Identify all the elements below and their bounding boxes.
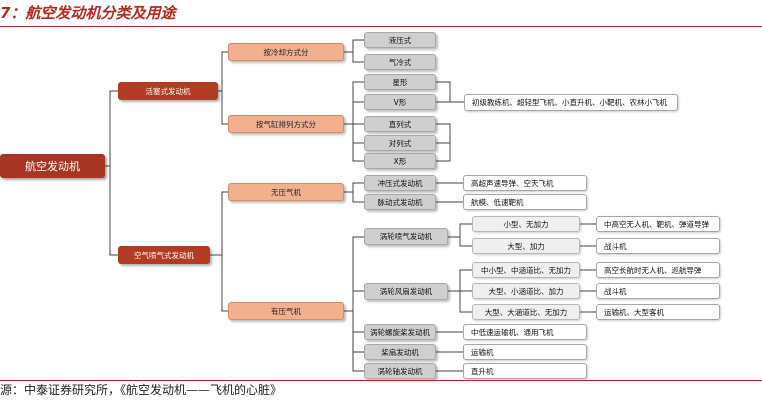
node-turbofan-low-bypass: 大型、小涵道比、加力	[472, 283, 580, 299]
uses-turboshaft: 直升机	[463, 363, 587, 379]
uses-turbojet-large: 战斗机	[596, 238, 720, 254]
node-propfan: 桨扇发动机	[364, 344, 436, 360]
node-ramjet: 冲压式发动机	[364, 175, 436, 191]
uses-turbofan-low-bypass: 战斗机	[596, 283, 720, 299]
node-by-cooling: 按冷却方式分	[228, 43, 344, 61]
source-note: 源：中泰证券研究所，《航空发动机——飞机的心脏》	[0, 383, 283, 397]
node-pulsejet: 脉动式发动机	[364, 194, 436, 210]
node-by-cylinder-layout: 按气缸排列方式分	[228, 115, 344, 133]
uses-propfan: 运输机	[463, 344, 587, 360]
node-opposed: 对列式	[364, 135, 436, 151]
node-piston-engine: 活塞式发动机	[118, 82, 218, 100]
uses-turbofan-high-bypass: 运输机、大型客机	[596, 304, 720, 320]
uses-piston: 初级教练机、超轻型飞机、小直升机、小靶机、农林小飞机	[464, 94, 678, 111]
node-turbofan: 涡轮风扇发动机	[364, 283, 448, 300]
node-turbojet-small: 小型、无加力	[472, 216, 580, 232]
node-compressorless: 无压气机	[228, 183, 344, 201]
uses-pulsejet: 航模、低速靶机	[463, 194, 587, 210]
node-v-type: V形	[364, 94, 436, 110]
node-turboprop: 涡轮螺旋桨发动机	[364, 324, 436, 340]
node-aero-engine: 航空发动机	[0, 154, 105, 178]
node-turbojet: 涡轮喷气发动机	[364, 228, 448, 245]
node-turboshaft: 涡轮轴发动机	[364, 363, 436, 379]
node-turbojet-large: 大型、加力	[472, 238, 580, 254]
title-rule	[0, 26, 762, 27]
node-star: 星形	[364, 74, 436, 90]
node-air-breathing-jet: 空气喷气式发动机	[118, 246, 210, 264]
source-rule	[0, 380, 762, 381]
node-with-compressor: 有压气机	[228, 302, 344, 320]
figure-title: 7：航空发动机分类及用途	[0, 4, 176, 22]
node-x-type: X形	[364, 153, 436, 169]
node-turbofan-mid: 中小型、中涵道比、无加力	[472, 262, 580, 278]
uses-turbofan-mid: 高空长航时无人机、巡航导弹	[596, 262, 720, 278]
node-liquid-cooled: 液压式	[364, 32, 436, 48]
uses-turboprop: 中低速运输机、通用飞机	[463, 324, 587, 340]
uses-turbojet-small: 中高空无人机、靶机、弹道导弹	[596, 216, 720, 232]
node-turbofan-high-bypass: 大型、大涵道比、无加力	[472, 304, 580, 320]
node-inline: 直列式	[364, 116, 436, 132]
uses-ramjet: 高超声速导弹、空天飞机	[463, 175, 587, 191]
node-air-cooled: 气冷式	[364, 54, 436, 70]
